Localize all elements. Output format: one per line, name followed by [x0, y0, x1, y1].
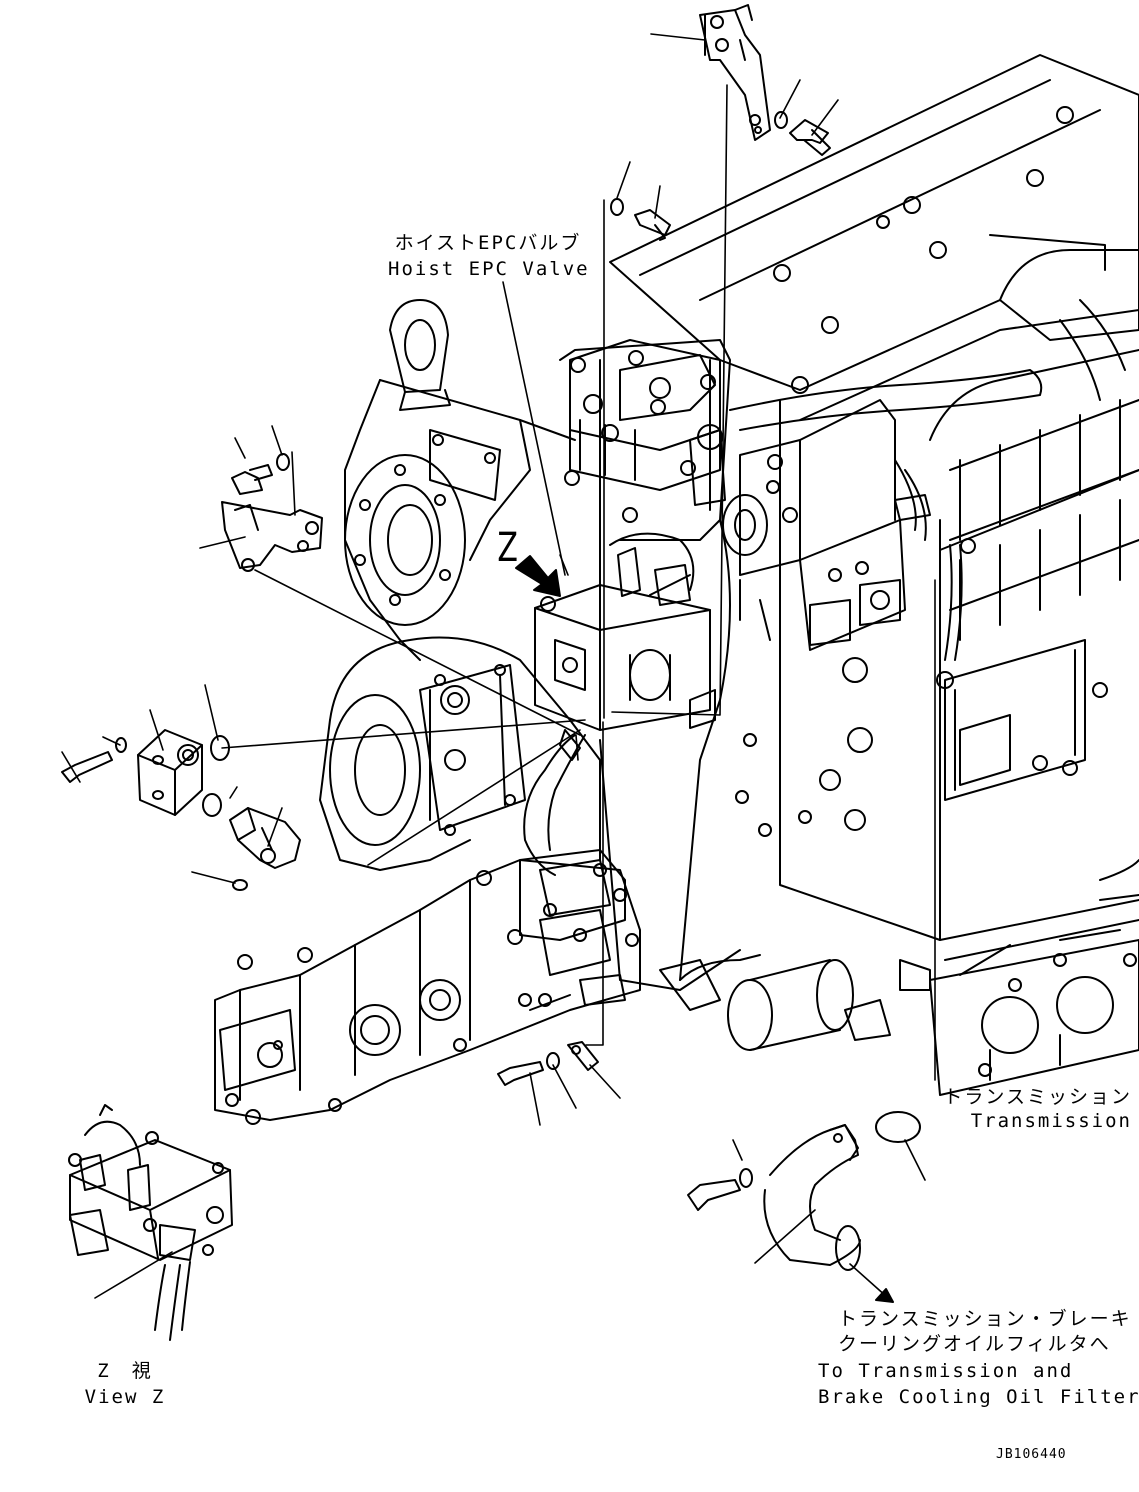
- leader-lines: [61, 33, 936, 1299]
- direction-arrows: [515, 555, 894, 1303]
- cooling-filter-label-jp-1: トランスミッション・ブレーキ: [838, 1308, 1132, 1330]
- cooling-filter-label-jp-2: クーリングオイルフィルタへ: [838, 1333, 1111, 1355]
- view-z-label-en: View Z: [84, 1386, 166, 1408]
- hoist-valve-label-en: Hoist EPC Valve: [388, 258, 590, 280]
- bracket-top: [699, 4, 771, 141]
- engine-block: [609, 54, 1139, 1096]
- fasteners: [61, 111, 921, 1271]
- transmission-label-jp: トランスミッション: [943, 1086, 1132, 1108]
- view-z-label-jp: Z 視: [97, 1360, 153, 1382]
- transmission-label-en: Transmission: [970, 1110, 1132, 1132]
- cooling-filter-label-en-2: Brake Cooling Oil Filter: [818, 1386, 1139, 1408]
- pto-housing: [319, 299, 873, 1051]
- bracket-left: [221, 501, 323, 572]
- hoist-valve-label-jp: ホイストEPCバルブ: [394, 232, 582, 254]
- view-z-marker: Z: [497, 525, 518, 571]
- hydraulic-pump: [214, 729, 641, 1125]
- cooling-filter-label-en-1: To Transmission and: [818, 1360, 1074, 1382]
- view-z-detail: [68, 1104, 233, 1341]
- drawing-number: JB106440: [996, 1447, 1067, 1462]
- valve-blocks: [534, 339, 906, 731]
